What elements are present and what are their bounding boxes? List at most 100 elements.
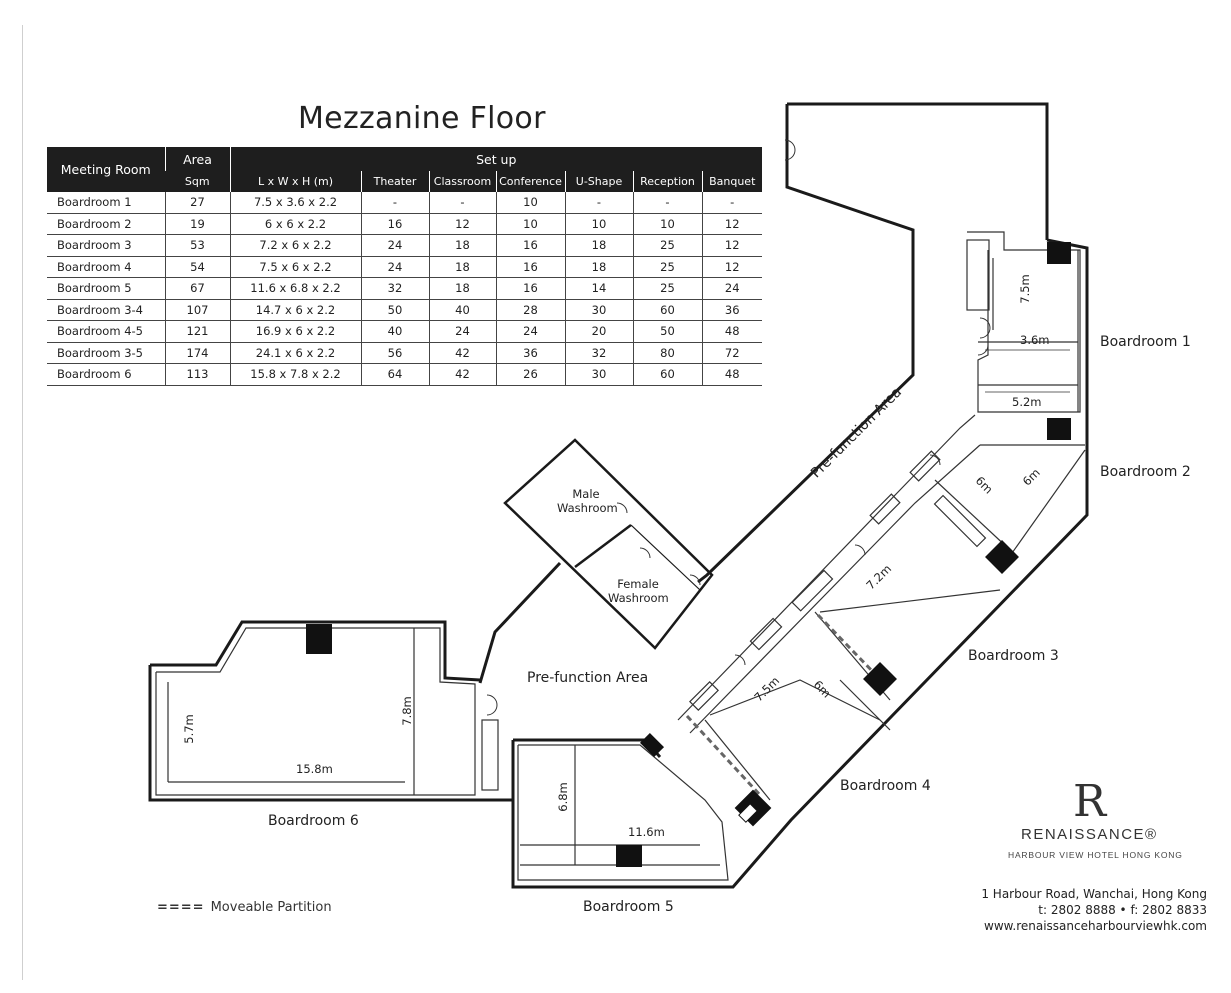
table-cell: 42 (428, 342, 496, 364)
table-cell: 30 (564, 363, 633, 386)
table-cell: 107 (164, 299, 230, 321)
washroom-block (503, 438, 714, 650)
subheader-cell: Reception (632, 171, 702, 192)
table-cell: 24 (428, 320, 496, 343)
dim-b6-length: 15.8m (296, 762, 333, 776)
page-margin-line (22, 25, 23, 980)
brand-name: RENAISSANCE® (1021, 826, 1158, 843)
table-cell: Boardroom 3-5 (47, 342, 165, 364)
table-cell: 24 (360, 234, 429, 257)
table-cell: 16 (495, 256, 565, 278)
table-cell: Boardroom 4 (47, 256, 165, 278)
hotel-contact: 1 Harbour Road, Wanchai, Hong Kong t: 28… (981, 886, 1207, 934)
partition-symbol: ==== (157, 900, 205, 915)
table-cell: 32 (360, 277, 429, 300)
table-cell: 80 (632, 342, 702, 364)
table-cell: 30 (564, 299, 633, 321)
dim-b1-width2: 5.2m (1012, 395, 1042, 409)
table-cell: 10 (495, 192, 565, 214)
table-cell: 24.1 x 6 x 2.2 (229, 342, 361, 364)
table-cell: 18 (428, 277, 496, 300)
table-cell: 54 (164, 256, 230, 278)
outer-wall-north (787, 102, 1049, 240)
table-cell: 53 (164, 234, 230, 257)
legend: ====Moveable Partition (157, 900, 332, 915)
table-cell: 6 x 6 x 2.2 (229, 213, 361, 235)
table-cell: Boardroom 4-5 (47, 320, 165, 343)
dim-b5-height: 6.8m (555, 782, 570, 812)
dim-b6-height: 7.8m (399, 696, 414, 726)
table-cell: 50 (360, 299, 429, 321)
connector-wall (478, 561, 562, 684)
table-cell: 16 (360, 213, 429, 235)
table-cell: 67 (164, 277, 230, 300)
subheader-cell: Banquet (701, 171, 762, 192)
table-cell: - (632, 192, 702, 214)
hotel-address: 1 Harbour Road, Wanchai, Hong Kong (981, 887, 1207, 901)
hotel-phone: t: 2802 8888 • f: 2802 8833 (1038, 903, 1207, 917)
table-cell: 19 (164, 213, 230, 235)
dim-b5-length: 11.6m (628, 825, 665, 839)
table-cell: Boardroom 3-4 (47, 299, 165, 321)
table-cell: 16.9 x 6 x 2.2 (229, 320, 361, 343)
page-title: Mezzanine Floor (298, 101, 546, 136)
table-cell: 40 (360, 320, 429, 343)
subheader-cell: Classroom (428, 171, 496, 192)
table-cell: - (360, 192, 429, 214)
table-cell: Boardroom 3 (47, 234, 165, 257)
label-boardroom-6: Boardroom 6 (268, 813, 359, 829)
label-prefunction-lower: Pre-function Area (527, 670, 649, 686)
subheader-cell: Conference (495, 171, 565, 192)
table-cell: 12 (701, 256, 762, 278)
table-cell: 24 (495, 320, 565, 343)
table-cell: 10 (495, 213, 565, 235)
table-cell: 12 (701, 213, 762, 235)
dim-b1-length: 7.5m (1017, 274, 1032, 304)
dim-b1-width: 3.6m (1020, 333, 1050, 347)
label-boardroom-1: Boardroom 1 (1100, 334, 1191, 350)
hotel-website[interactable]: www.renaissanceharbourviewhk.com (984, 919, 1207, 933)
table-cell: 25 (632, 277, 702, 300)
table-cell: 60 (632, 299, 702, 321)
table-cell: 16 (495, 277, 565, 300)
table-cell: 18 (428, 256, 496, 278)
renaissance-logo-icon: R (1073, 776, 1107, 827)
table-cell: 18 (564, 256, 633, 278)
header-area: Area (164, 147, 230, 171)
table-cell: 10 (632, 213, 702, 235)
table-cell: 25 (632, 256, 702, 278)
table-cell: 56 (360, 342, 429, 364)
table-cell: 24 (360, 256, 429, 278)
header-setup: Set up (229, 147, 762, 171)
table-cell: 15.8 x 7.8 x 2.2 (229, 363, 361, 386)
partition-4-5 (685, 714, 762, 797)
table-cell: 121 (164, 320, 230, 343)
table-cell: 36 (495, 342, 565, 364)
table-cell: 48 (701, 363, 762, 386)
table-cell: 113 (164, 363, 230, 386)
table-cell: 26 (495, 363, 565, 386)
table-cell: 18 (428, 234, 496, 257)
table-cell: Boardroom 1 (47, 192, 165, 214)
table-cell: 28 (495, 299, 565, 321)
partition-3-4 (816, 613, 879, 678)
dim-b6-width: 5.7m (181, 714, 196, 744)
table-cell: 7.5 x 6 x 2.2 (229, 256, 361, 278)
table-cell: 20 (564, 320, 633, 343)
table-cell: 50 (632, 320, 702, 343)
table-cell: 60 (632, 363, 702, 386)
table-cell: 36 (701, 299, 762, 321)
table-cell: 48 (701, 320, 762, 343)
